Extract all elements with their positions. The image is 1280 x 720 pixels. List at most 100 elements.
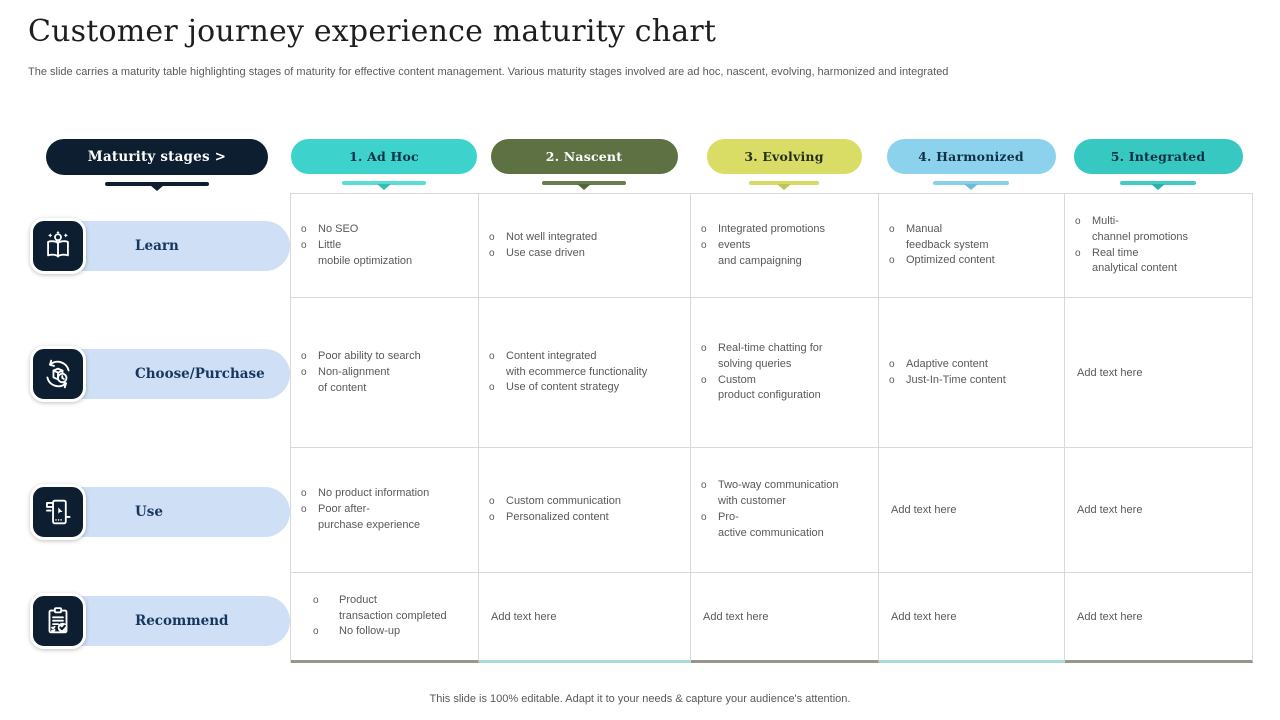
bullet-glyph: o (489, 512, 495, 523)
list-item-text: Personalized content (506, 510, 609, 526)
bullet-glyph: o (889, 358, 895, 370)
bullet-glyph: o (313, 594, 319, 606)
text-line: purchase experience (318, 519, 421, 531)
text-line: No follow-up (339, 625, 401, 638)
text-line: and campaigning (718, 254, 802, 267)
text-line: Integrated promotions (718, 222, 826, 235)
placeholder-text: Add text here (703, 610, 769, 623)
text-line: Multi- (1092, 214, 1119, 227)
list-item-text: No product information (318, 486, 429, 502)
list-item-text: Poor after-purchase experience (318, 502, 420, 534)
list-item-text: Custom communication (506, 494, 621, 510)
table-cell: Add text here (879, 448, 1065, 573)
bullet-glyph: o (701, 223, 707, 235)
list-item: o Custom communication (489, 494, 680, 510)
text-line: Product (339, 593, 377, 606)
text-line: feedback system (906, 238, 989, 251)
text-line: product configuration (718, 389, 821, 402)
bullet-glyph: o (889, 223, 895, 235)
bullet-glyph: o (301, 504, 307, 516)
list-item: o Poor after-purchase experience (301, 502, 468, 534)
pointer-triangle (150, 185, 164, 191)
list-item-text: Just-In-Time content (906, 373, 1006, 389)
pointer-triangle (377, 184, 391, 190)
maturity-stages-pill: Maturity stages > (46, 139, 268, 175)
table-cell: o Product transaction completed o No follow-… (291, 573, 479, 663)
placeholder-text: Add text here (491, 610, 557, 623)
list-item: o No product information (301, 486, 468, 502)
bullet-glyph: o (301, 488, 307, 500)
table-cell: Add text here (1065, 573, 1253, 663)
stage-pill: 4. Harmonized (886, 139, 1056, 174)
bullet-glyph: o (701, 512, 707, 523)
stage-pill: 5. Integrated (1073, 139, 1243, 174)
pointer-triangle (577, 184, 591, 190)
stage-underline (933, 181, 1009, 190)
text-line: channel promotions (1092, 230, 1189, 243)
row-label-choose-purchase: Choose/Purchase (30, 346, 292, 402)
list-item-text: Non-alignment of content (318, 365, 390, 397)
placeholder-text: Add text here (1077, 610, 1143, 623)
text-line: Poor after- (318, 503, 370, 516)
text-line: analytical content (1092, 262, 1177, 275)
list-item: o No follow-up (301, 624, 468, 640)
text-line: transaction completed (339, 609, 447, 622)
pointer-triangle (777, 184, 791, 190)
bullet-glyph: o (313, 626, 319, 638)
bullet-glyph: o (301, 239, 307, 251)
text-line: Use of content strategy (506, 381, 620, 394)
text-line: of content (318, 381, 367, 394)
bullet-glyph: o (301, 350, 307, 362)
list-item: o Product transaction completed (301, 593, 468, 625)
placeholder-text: Add text here (891, 610, 957, 623)
text-line: Just-In-Time content (906, 373, 1006, 386)
row-pill: Use (57, 487, 290, 537)
list-item: o Adaptive content (889, 357, 1054, 373)
text-line: Optimized content (906, 254, 995, 267)
list-item: o Multi-channel promotions (1075, 214, 1242, 246)
text-line: Real time (1092, 246, 1139, 259)
stage-pill: 2. Nascent (490, 139, 678, 174)
bullet-glyph: o (1075, 247, 1081, 259)
text-line: No SEO (318, 222, 359, 235)
placeholder-text: Add text here (1077, 366, 1143, 379)
stage-underline (542, 181, 626, 190)
row-pill: Learn (57, 221, 290, 271)
text-line: Two-way communication (718, 479, 839, 492)
bullet-list: o Product transaction completed o No follow-… (301, 593, 468, 641)
bullet-glyph: o (489, 496, 495, 507)
text-line: Adaptive content (906, 357, 988, 370)
list-item-text: Pro-active communication (718, 510, 824, 542)
text-line: Non-alignment (318, 365, 390, 378)
text-line: Personalized content (506, 511, 609, 523)
text-line: with ecommerce functionality (506, 365, 648, 378)
bullet-glyph: o (701, 374, 707, 386)
row-label-use: Use (30, 484, 292, 540)
row-pill: Recommend (57, 596, 290, 646)
bullet-glyph: o (1075, 215, 1081, 227)
text-line: Real-time chatting for (718, 341, 823, 354)
placeholder-text: Add text here (1077, 504, 1143, 516)
